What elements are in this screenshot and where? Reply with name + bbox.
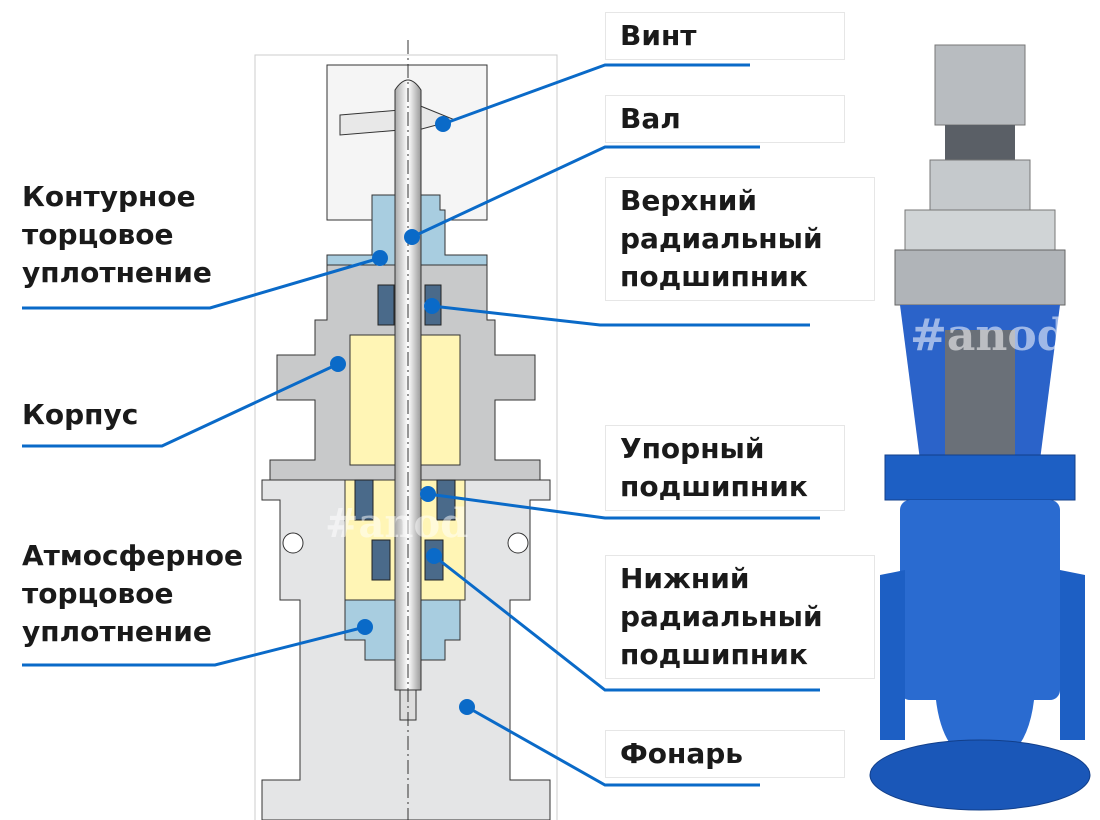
lower-bearing-left	[371, 539, 391, 581]
lantern-hole-right	[507, 532, 529, 554]
thrust-bearing-left	[354, 479, 374, 521]
screw-blade-left	[339, 109, 401, 136]
watermark-drawing: #anod	[325, 500, 469, 547]
leader-lines	[22, 63, 820, 787]
label-screw: Винт	[605, 12, 845, 60]
leader-dots	[330, 116, 475, 715]
upper-bearing-left	[377, 284, 395, 326]
label-thrust-bearing: Упорный подшипник	[605, 425, 845, 511]
label-lantern: Фонарь	[605, 730, 845, 778]
pump-photo	[869, 44, 1091, 811]
label-housing: Корпус	[22, 398, 139, 431]
thrust-bearing-right	[436, 479, 456, 521]
watermark-photo: #anod	[910, 310, 1068, 361]
lantern-hole-left	[282, 532, 304, 554]
label-shaft: Вал	[605, 95, 845, 143]
label-contour-seal: Контурное торцовое уплотнение	[22, 180, 212, 289]
label-upper-bearing: Верхний радиальный подшипник	[605, 177, 875, 301]
label-lower-bearing: Нижний радиальный подшипник	[605, 555, 875, 679]
label-atmospheric-seal: Атмосферное торцовое уплотнение	[22, 539, 244, 648]
